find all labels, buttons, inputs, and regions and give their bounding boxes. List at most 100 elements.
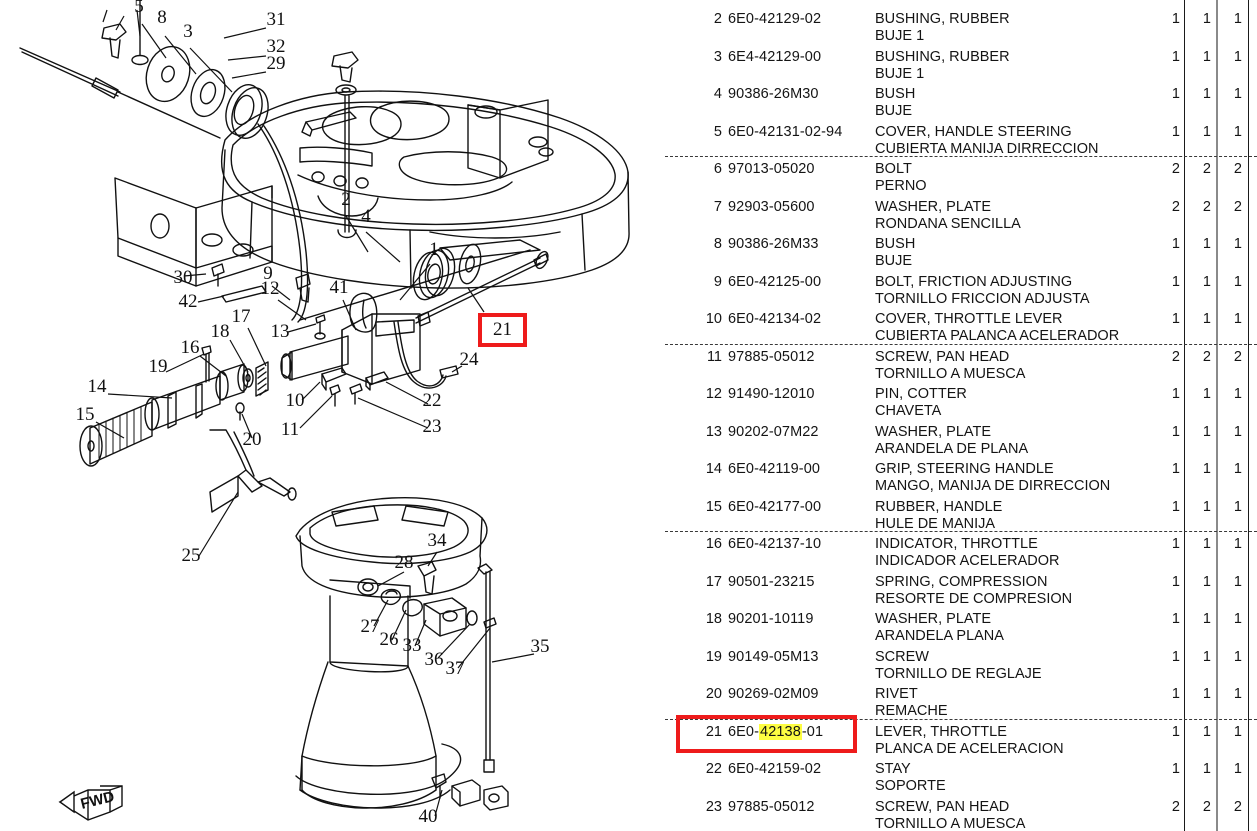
row-quantity-q2: 1 [1202,48,1211,65]
row-item-number: 11 [706,348,722,365]
row-description-es: MANGO, MANIJA DE DIRRECCION [875,478,1111,494]
diagram-callout-42: 42 [179,291,198,312]
row-quantity-q2: 1 [1202,611,1211,627]
diagram-callout-16: 16 [181,337,200,358]
row-description-en: LEVER, THROTTLE [875,723,1007,740]
diagram-callout-2: 2 [341,189,351,210]
diagram-callout-23: 23 [423,416,442,437]
row-quantity-q3: 1 [1233,573,1242,590]
diagram-callout-41: 41 [330,277,349,298]
row-quantity-q3: 1 [1233,11,1242,27]
table-group-separator [665,531,1257,532]
row-part-number: 6E0-42159-02 [728,761,822,777]
diagram-callout-19: 19 [149,356,168,377]
diagram-callout-14: 14 [88,376,108,397]
row-quantity-q2: 2 [1202,348,1211,365]
row-description-en: INDICATOR, THROTTLE [875,536,1038,552]
diagram-callout-29: 29 [267,53,286,74]
row-part-number: 6E0-42125-00 [728,273,822,290]
row-quantity-q1: 1 [1171,86,1180,102]
row-description-en: SCREW, PAN HEAD [875,348,1010,365]
row-description-es: INDICADOR ACELERADOR [875,553,1060,569]
diagram-drawing: 5833132292413094212411317181619141520101… [19,0,630,827]
row-quantity-q3: 1 [1233,536,1242,552]
row-quantity-q3: 1 [1233,498,1242,515]
row-part-number: 6E4-42129-00 [728,48,822,65]
row-part-number: 90386-26M30 [728,86,819,102]
row-quantity-q2: 1 [1202,761,1211,777]
row-quantity-q2: 1 [1202,723,1211,740]
row-quantity-q1: 1 [1171,386,1180,402]
row-quantity-q1: 1 [1171,573,1180,590]
row-item-number: 3 [713,48,722,65]
diagram-callout-18: 18 [211,321,230,342]
row-part-number: 90386-26M33 [728,236,819,252]
row-quantity-q1: 1 [1171,461,1180,477]
row-quantity-q3: 1 [1233,461,1242,477]
qty-column-divider-1 [1184,0,1185,831]
row-description-es: PLANCA DE ACELERACION [875,740,1064,757]
diagram-callout-28: 28 [395,552,414,573]
row-item-number: 12 [705,386,722,402]
diagram-callout-12: 12 [261,278,280,299]
parts-list-table: MANIJA DE DIRRECCION 26E0-42129-02BUSHIN… [660,0,1257,831]
row-description-es: BUJE 1 [875,28,925,44]
row-quantity-q2: 1 [1202,461,1211,477]
row-part-number: 97013-05020 [728,161,815,177]
diagram-callout-40: 40 [419,806,438,827]
row-quantity-q1: 1 [1171,123,1180,140]
diagram-callout-31: 31 [267,9,286,30]
row-quantity-q2: 1 [1202,11,1211,27]
diagram-callout-22: 22 [423,390,442,411]
row-quantity-q1: 1 [1171,498,1180,515]
row-quantity-q2: 2 [1202,798,1211,815]
row-description-en: WASHER, PLATE [875,423,992,440]
row-quantity-q3: 2 [1233,348,1242,365]
table-group-separator [665,156,1257,157]
row-item-number: 8 [713,236,722,252]
table-group-separator [665,343,1257,345]
row-description-es: BUJE 1 [875,65,925,82]
row-quantity-q2: 1 [1202,423,1211,440]
row-quantity-q3: 1 [1233,723,1242,740]
row-description-es: RONDANA SENCILLA [875,215,1021,232]
row-item-number: 10 [705,311,722,327]
row-quantity-q2: 1 [1202,311,1211,327]
diagram-callout-3: 3 [183,21,193,42]
row-quantity-q3: 2 [1233,161,1242,177]
row-part-number: 90149-05M13 [728,648,819,665]
row-part-number: 91490-12010 [728,386,815,402]
row-quantity-q1: 1 [1171,236,1180,252]
diagram-callout-37: 37 [446,658,465,679]
row-part-number: 97885-05012 [728,348,815,365]
diagram-callout-35: 35 [531,636,550,657]
row-item-number: 13 [705,423,722,440]
diagram-callout-21: 21 [493,319,512,340]
row-item-number: 20 [705,686,722,702]
diagram-callout-9: 9 [263,263,273,284]
row-description-es: RESORTE DE COMPRESION [875,590,1073,607]
row-quantity-q2: 1 [1202,236,1211,252]
